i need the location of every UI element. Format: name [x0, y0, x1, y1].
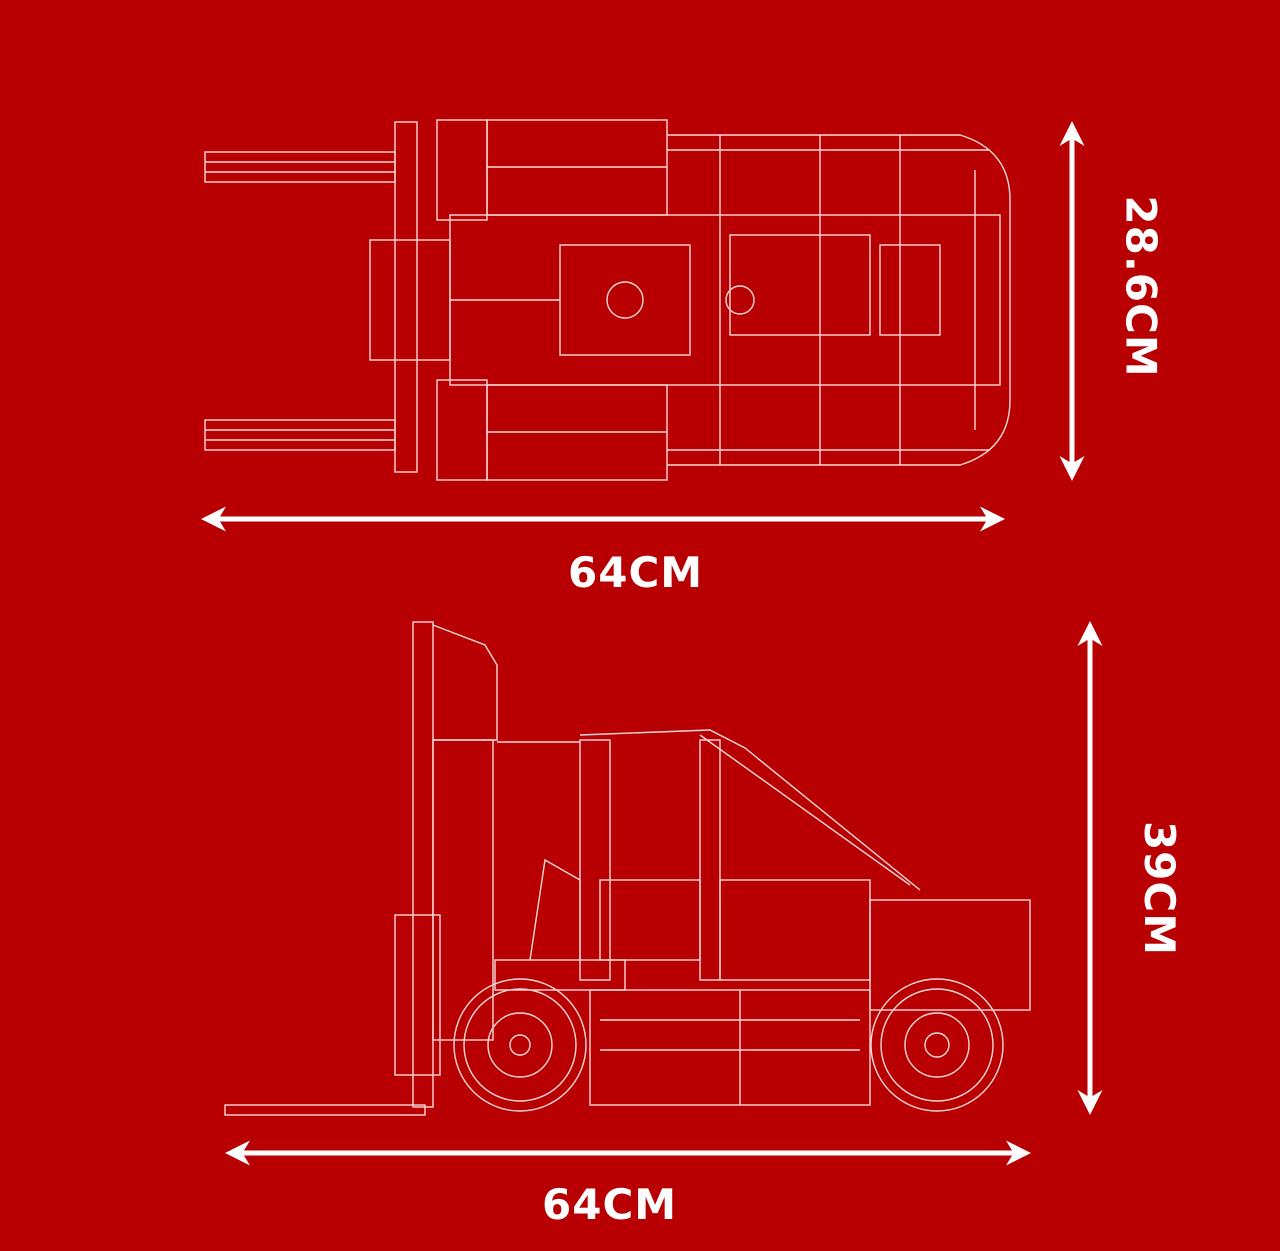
side-height-label: 39CM — [1135, 820, 1185, 957]
side-length-label: 64CM — [542, 1180, 678, 1229]
forklift-side-view — [224, 621, 1031, 1116]
top-length-label: 64CM — [568, 548, 704, 597]
top-width-label: 28.6CM — [1116, 195, 1166, 378]
forklift-top-view — [204, 119, 1011, 481]
